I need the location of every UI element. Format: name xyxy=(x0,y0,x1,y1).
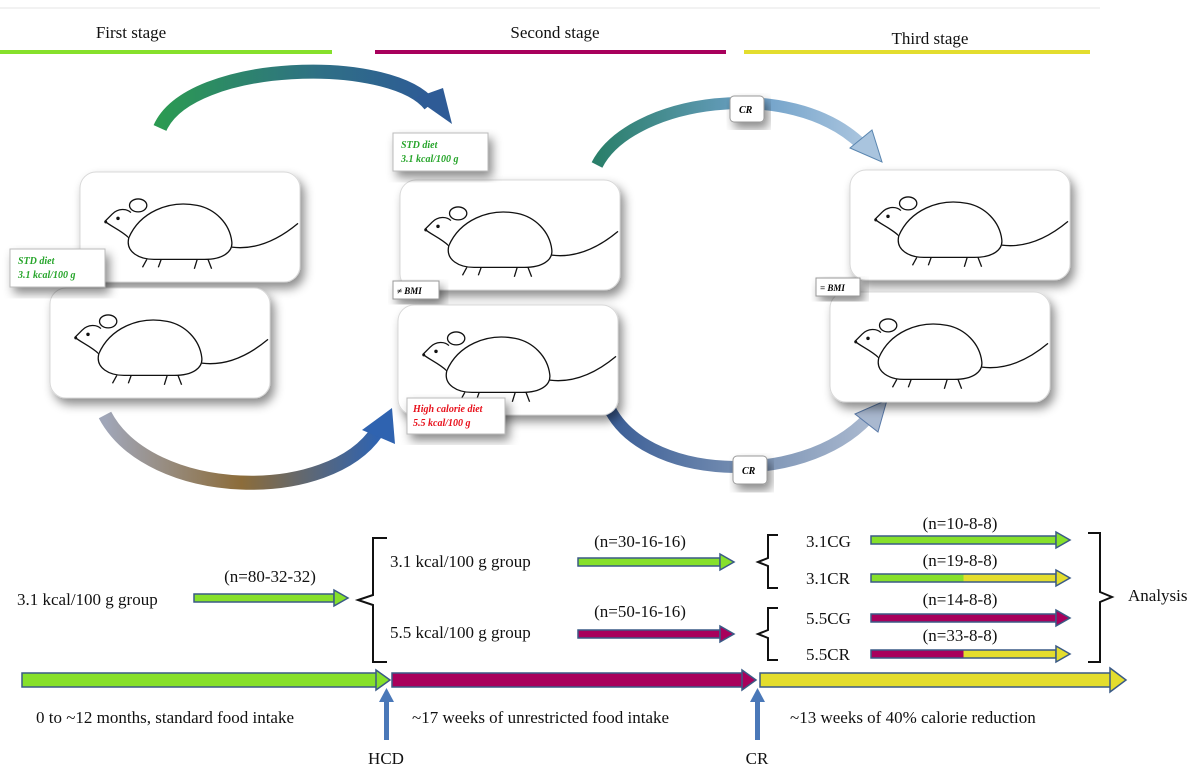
group-flow: 3.1 kcal/100 g group (n=80-32-32) 3.1 kc… xyxy=(17,514,1188,664)
sub-n-31cr: (n=19-8-8) xyxy=(923,551,998,570)
arrow-head-top-left xyxy=(415,88,452,124)
stage-headers: First stage Second stage Third stage xyxy=(0,23,1090,54)
sub-n-31cg: (n=10-8-8) xyxy=(923,514,998,533)
marker-hcd-arrow xyxy=(379,688,394,740)
timeline-segment-2-label: ~17 weeks of unrestricted food intake xyxy=(412,708,669,727)
arrow-55cg xyxy=(870,608,1072,628)
arc-arrow-top-left xyxy=(153,64,436,132)
tag-eq-bmi: = BMI xyxy=(815,277,861,297)
timeline-segment-3 xyxy=(759,666,1128,694)
diet-std-top-line2: 3.1 kcal/100 g xyxy=(400,154,459,165)
marker-cr-arrow xyxy=(750,688,765,740)
tag-neq-bmi: ≠ BMI xyxy=(392,280,440,300)
arrow-31cr xyxy=(870,568,1072,588)
sub-label-31cr: 3.1CR xyxy=(806,569,851,588)
mouse-card-stage1-bottom xyxy=(50,288,270,398)
diet-std-top-line1: STD diet xyxy=(401,140,439,151)
diet-label-std-top: STD diet 3.1 kcal/100 g xyxy=(392,132,489,172)
stage-label-third: Third stage xyxy=(892,29,969,48)
group-55-label: 5.5 kcal/100 g group xyxy=(390,623,531,642)
marker-hcd-label: HCD xyxy=(368,749,404,768)
tag-cr-bottom: CR xyxy=(732,455,768,485)
stage-label-second: Second stage xyxy=(510,23,599,42)
arrow-start-group xyxy=(193,588,350,608)
arrow-head-top-right xyxy=(849,129,883,163)
diet-label-high: High calorie diet 5.5 kcal/100 g xyxy=(406,397,506,435)
mouse-card-stage3-top xyxy=(850,170,1070,280)
marker-cr-label: CR xyxy=(746,749,769,768)
brace-analysis xyxy=(1088,532,1115,663)
analysis-label: Analysis xyxy=(1128,586,1188,605)
diet-label-std-left: STD diet 3.1 kcal/100 g xyxy=(9,248,106,288)
brace-sub-31 xyxy=(755,534,778,589)
mouse-card-stage1-top xyxy=(80,172,300,282)
tag-neq-bmi-text: ≠ BMI xyxy=(397,286,422,296)
arrow-group-55 xyxy=(577,624,736,644)
timeline-segment-3-label: ~13 weeks of 40% calorie reduction xyxy=(790,708,1036,727)
arc-arrow-bottom-left xyxy=(98,411,384,490)
timeline-segment-1-label: 0 to ~12 months, standard food intake xyxy=(36,708,294,727)
group-31-label: 3.1 kcal/100 g group xyxy=(390,552,531,571)
diet-std-left-line2: 3.1 kcal/100 g xyxy=(17,270,76,281)
arrow-31cg xyxy=(870,530,1072,550)
arc-arrow-top-right xyxy=(591,97,867,169)
tag-eq-bmi-text: = BMI xyxy=(820,283,845,293)
sub-n-55cr: (n=33-8-8) xyxy=(923,626,998,645)
arrow-group-31 xyxy=(577,552,736,572)
tag-cr-bottom-text: CR xyxy=(742,466,756,477)
sub-label-55cg: 5.5CG xyxy=(806,609,851,628)
mouse-card-stage2-top xyxy=(400,180,620,290)
stage-label-first: First stage xyxy=(96,23,166,42)
group-55-n: (n=50-16-16) xyxy=(594,602,686,621)
arrow-55cr xyxy=(870,644,1072,664)
tag-cr-top-text: CR xyxy=(739,105,753,116)
diet-std-left-line1: STD diet xyxy=(18,256,56,267)
timeline-segment-2 xyxy=(391,668,758,692)
start-group-label: 3.1 kcal/100 g group xyxy=(17,590,158,609)
group-31-n: (n=30-16-16) xyxy=(594,532,686,551)
arrow-head-bottom-right xyxy=(854,399,888,433)
start-group-n: (n=80-32-32) xyxy=(224,567,316,586)
transition-arrows xyxy=(98,64,888,490)
sub-n-55cg: (n=14-8-8) xyxy=(923,590,998,609)
timeline: 0 to ~12 months, standard food intake ~1… xyxy=(21,666,1128,768)
tag-cr-top: CR xyxy=(729,95,765,123)
arrow-head-bottom-left xyxy=(362,408,395,444)
brace-sub-55 xyxy=(755,607,778,661)
sub-label-31cg: 3.1CG xyxy=(806,532,851,551)
arc-arrow-bottom-right xyxy=(602,402,873,473)
brace-split-groups xyxy=(354,537,387,663)
diet-high-line2: 5.5 kcal/100 g xyxy=(413,418,471,429)
diet-high-line1: High calorie diet xyxy=(412,404,484,415)
sub-label-55cr: 5.5CR xyxy=(806,645,851,664)
timeline-segment-1 xyxy=(21,668,392,692)
mouse-card-stage3-bottom xyxy=(830,292,1050,402)
